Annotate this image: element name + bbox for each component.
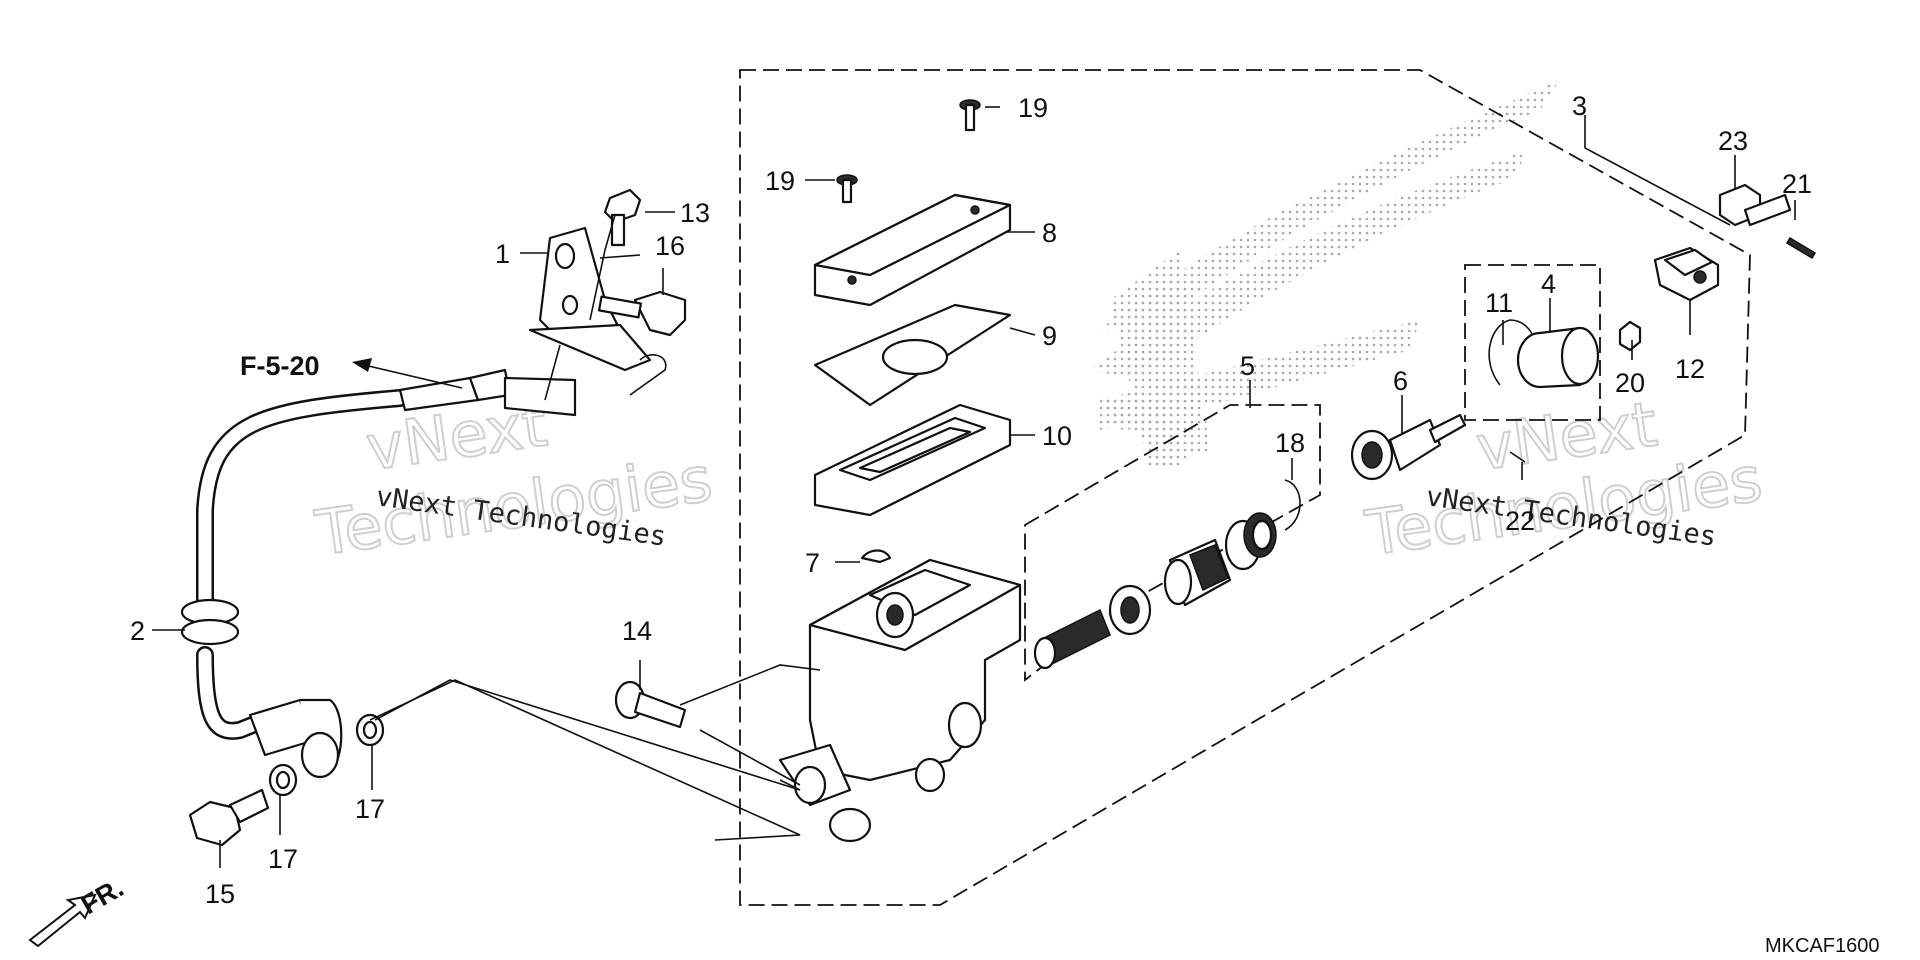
- callout-18: 18: [1275, 428, 1305, 458]
- screw-19-left: [836, 174, 858, 204]
- callout-1: 1: [495, 239, 510, 269]
- cotter-pin-22: [1509, 451, 1526, 463]
- screw-19-top: [959, 99, 981, 132]
- callout-14: 14: [622, 616, 652, 646]
- callout-4: 4: [1541, 269, 1556, 299]
- callout-15: 15: [205, 879, 235, 909]
- cotter-pin-21: [1785, 236, 1817, 260]
- callout-23: 23: [1718, 126, 1748, 156]
- reservoir-cap-8: [813, 193, 1012, 307]
- callout-11: 11: [1485, 288, 1513, 318]
- clip-7: [860, 549, 892, 564]
- callout-8: 8: [1042, 218, 1057, 248]
- callout-2: 2: [130, 616, 145, 646]
- watermark-right: vNext Technologies vNext Technologies: [1360, 386, 1768, 571]
- callout-9: 9: [1042, 321, 1057, 351]
- leader-lines: [152, 106, 1796, 868]
- pin-23: [1718, 183, 1792, 227]
- callout-10: 10: [1042, 421, 1072, 451]
- piston-kit: [1033, 479, 1301, 670]
- watermark-left: vNext Technologies vNext Technologies: [310, 386, 718, 571]
- callout-13: 13: [680, 198, 710, 228]
- callout-7: 7: [805, 548, 820, 578]
- assembly-outline-3: [739, 69, 1751, 906]
- bracket-1: [528, 226, 667, 396]
- bolt-13: [603, 188, 642, 247]
- reference-label: F-5-20: [240, 351, 320, 381]
- boot-4: [1516, 326, 1600, 389]
- callout-6: 6: [1393, 366, 1408, 396]
- bolt-16: [597, 290, 687, 337]
- callout-16: 16: [655, 231, 685, 261]
- callout-22: 22: [1505, 506, 1535, 536]
- master-cylinder-body: [778, 558, 1022, 843]
- callout-17b: 17: [355, 794, 385, 824]
- callouts: 1 2 3 4 5 6 7 8 9 10 11 12 13 14 15 16 1…: [130, 91, 1812, 909]
- callout-19a: 19: [1018, 93, 1048, 123]
- subassembly-outline-5: [1024, 404, 1321, 682]
- wing-logo-watermark: [1090, 80, 1560, 470]
- callout-5: 5: [1240, 351, 1255, 381]
- subassembly-outline-4: [1464, 264, 1601, 421]
- washer-17-left: [268, 763, 298, 797]
- push-rod-6: [1350, 413, 1467, 481]
- bolt-14: [614, 680, 687, 729]
- callout-3: 3: [1572, 91, 1587, 121]
- callout-12: 12: [1675, 354, 1705, 384]
- drawing-code: MKCAF1600: [1765, 935, 1880, 957]
- callout-21: 21: [1782, 169, 1812, 199]
- nut-20: [1618, 320, 1642, 352]
- brake-hose-2: [180, 368, 577, 779]
- diaphragm-plate-9: [813, 303, 1012, 407]
- callout-19b: 19: [765, 166, 795, 196]
- diaphragm-10: [813, 403, 1012, 517]
- callout-17a: 17: [268, 844, 298, 874]
- front-direction-indicator: FR.: [28, 872, 129, 948]
- joint-12: [1653, 246, 1720, 302]
- callout-20: 20: [1615, 368, 1645, 398]
- bolt-15: [188, 788, 270, 847]
- washer-17-right: [355, 713, 385, 747]
